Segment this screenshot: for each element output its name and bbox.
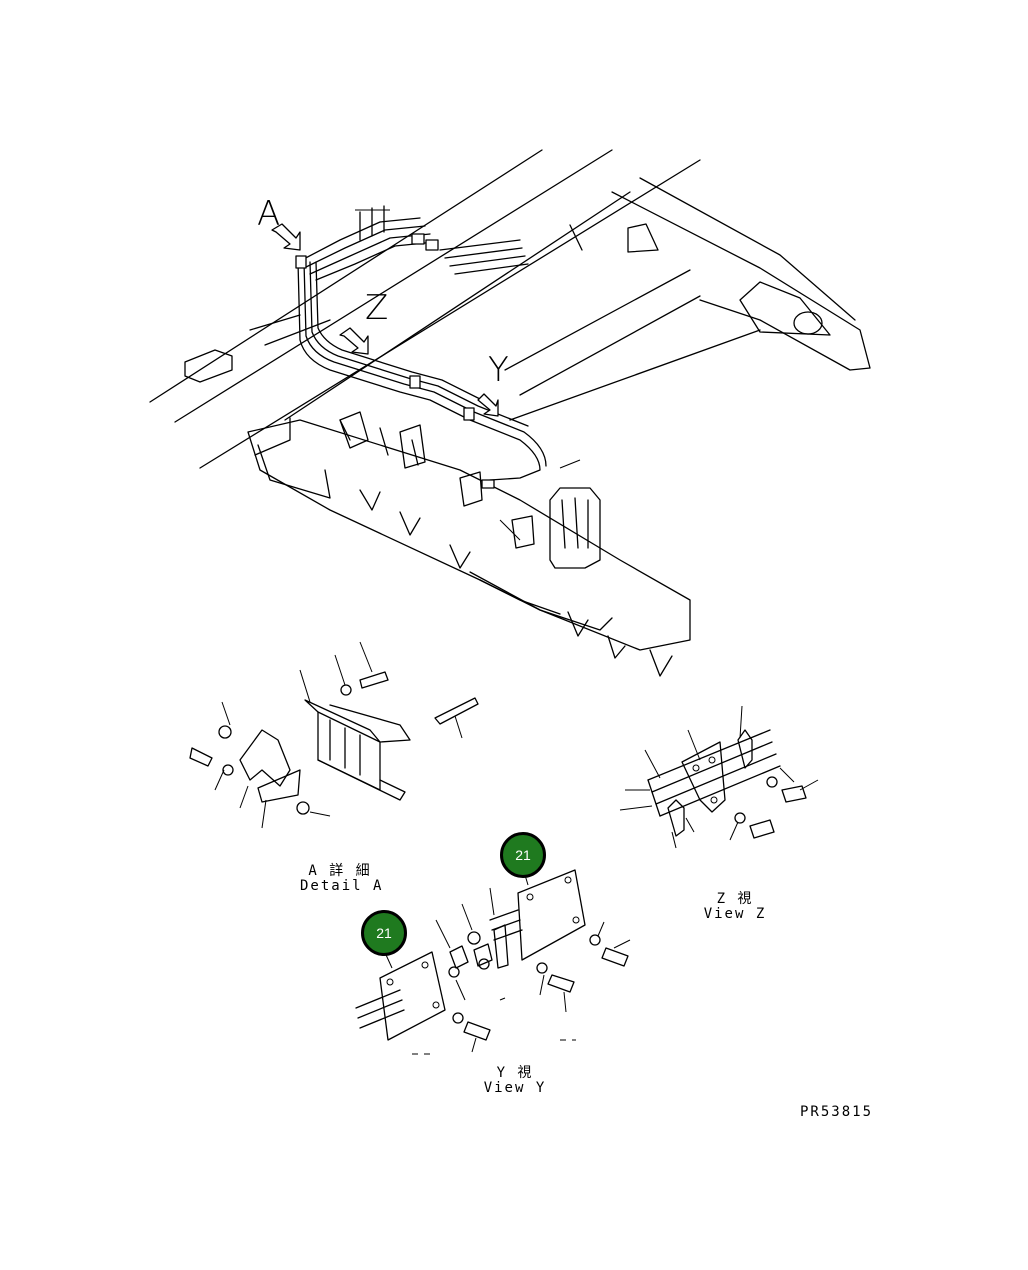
part-callout-badge-upper[interactable]: 21 (500, 832, 546, 878)
view-z-caption-en: View Z (703, 906, 767, 922)
view-label-y: Y (488, 350, 509, 390)
part-callout-badge-lower[interactable]: 21 (361, 910, 407, 956)
detail-a-caption-jp: A 詳 細 (308, 863, 372, 879)
hose-bundle (295, 205, 581, 541)
view-z-caption-jp: Z 視 (716, 891, 754, 907)
detail-a-caption-en: Detail A (300, 878, 384, 894)
view-y-caption-jp: Y 視 (496, 1065, 534, 1081)
view-y-caption-en: View Y (483, 1080, 547, 1096)
detail-a-drawing (189, 641, 479, 829)
drawing-id: PR53815 (800, 1104, 874, 1120)
view-y-drawing (355, 864, 631, 1055)
view-z-drawing (619, 705, 819, 849)
view-arrows (271, 223, 499, 417)
view-label-z: Z (365, 288, 389, 328)
main-frame (149, 149, 871, 677)
view-label-a: A (257, 194, 281, 234)
